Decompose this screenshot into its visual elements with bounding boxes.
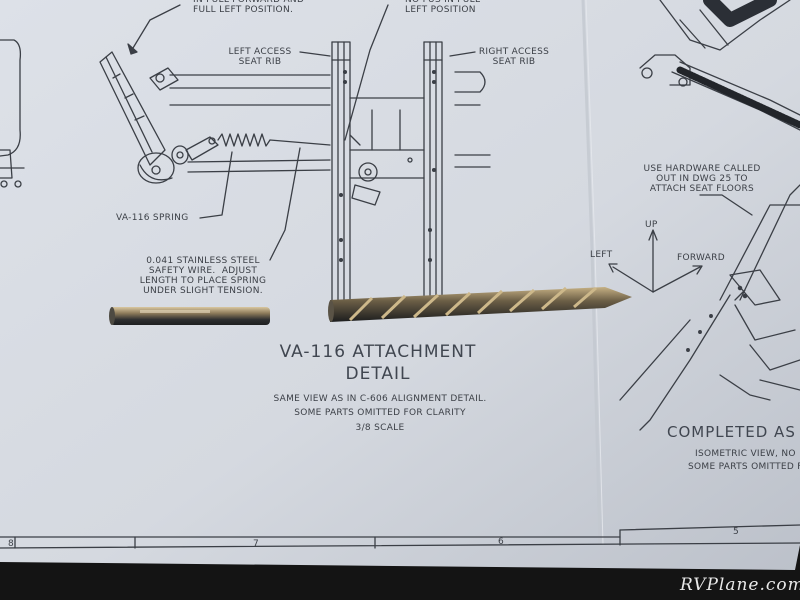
label-left-position: NO FUS IN FULL LEFT POSITION: [405, 0, 481, 15]
label-safety-wire: 0.041 STAINLESS STEEL SAFETY WIRE. ADJUS…: [139, 256, 267, 296]
detail-title-line2: DETAIL: [345, 364, 411, 384]
watermark: RVPlane.com: [680, 575, 800, 595]
right-seat-rib: [423, 41, 443, 303]
iso-note-1: ISOMETRIC VIEW, NO: [695, 449, 796, 459]
detail-note-omitted: SOME PARTS OMITTED FOR CLARITY: [294, 408, 466, 418]
bottom-ruler: [0, 524, 800, 549]
drill-bit: [328, 286, 632, 322]
threaded-rod: [676, 66, 800, 129]
label-full-forward: IN FULL FORWARD AND FULL LEFT POSITION.: [193, 0, 305, 15]
ruler-number-6: 6: [498, 537, 504, 547]
axis-label-left: LEFT: [590, 250, 613, 260]
completed-title: COMPLETED AS: [667, 423, 796, 441]
axis-label-forward: FORWARD: [677, 253, 725, 263]
steel-pin: [109, 307, 270, 325]
ruler-number-5: 5: [733, 527, 739, 537]
center-mechanism: [349, 97, 425, 206]
ruler-number-8: 8: [8, 539, 14, 549]
isometric-assembly: [619, 0, 800, 431]
detail-note-same-view: SAME VIEW AS IN C-606 ALIGNMENT DETAIL.: [273, 394, 487, 404]
detail-title-line1: VA-116 ATTACHMENT: [279, 342, 477, 362]
ruler-number-7: 7: [253, 539, 259, 549]
axis-label-up: UP: [645, 220, 658, 230]
spring-coil: [217, 133, 271, 147]
axis-symbol: [608, 229, 703, 293]
left-seat-rib: [331, 41, 351, 303]
left-edge-assembly: [0, 39, 25, 188]
label-hardware-note: USE HARDWARE CALLED OUT IN DWG 25 TO ATT…: [643, 164, 761, 194]
control-stick: [99, 51, 331, 184]
label-right-access-seat-rib: RIGHT ACCESS SEAT RIB: [478, 47, 550, 67]
fold-crease: [581, 0, 602, 546]
label-left-access-seat-rib: LEFT ACCESS SEAT RIB: [228, 47, 292, 67]
iso-note-2: SOME PARTS OMITTED F: [688, 462, 800, 472]
detail-note-scale: 3/8 SCALE: [355, 423, 405, 433]
label-va116-spring: VA-116 SPRING: [116, 213, 189, 223]
